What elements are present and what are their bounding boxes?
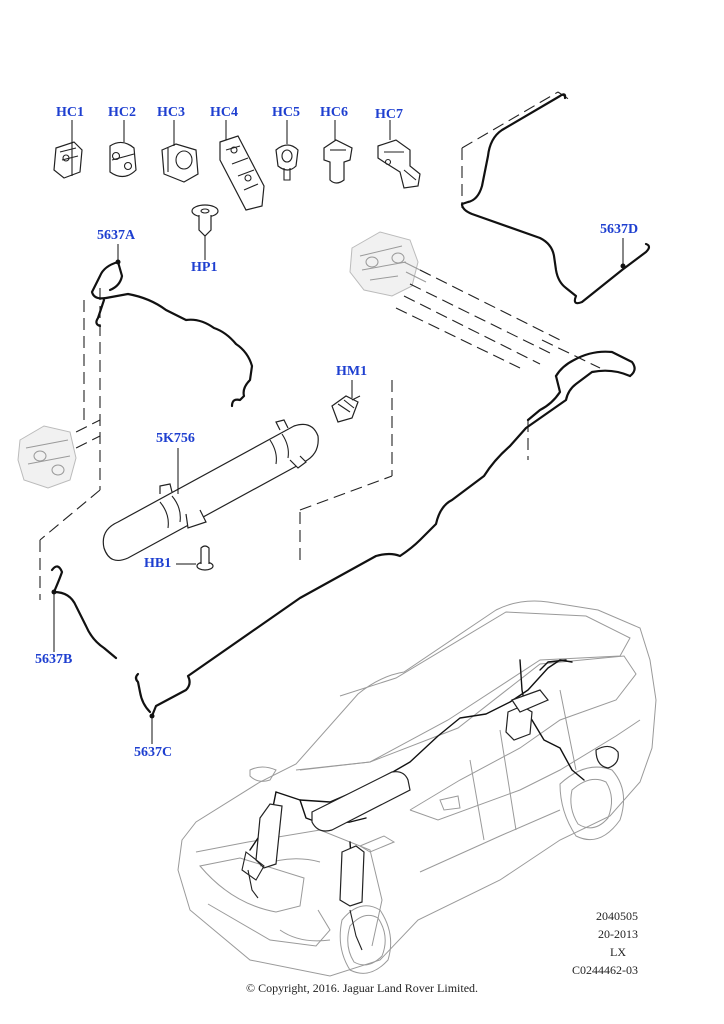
hc6-clip [323, 139, 353, 184]
pipe-5637d [460, 91, 651, 305]
callout-5637d[interactable]: 5637D [600, 222, 639, 237]
hc1-clip [53, 141, 83, 179]
construction-lines [39, 269, 601, 600]
callout-hc3[interactable]: HC3 [157, 105, 185, 120]
left-block-ghost [17, 425, 77, 489]
hp1-plug [191, 204, 219, 237]
callout-hc2[interactable]: HC2 [108, 105, 136, 120]
hc7-clip [377, 139, 421, 189]
hm1-sensor [331, 395, 361, 423]
hc2-clip [109, 141, 137, 178]
callout-hc5[interactable]: HC5 [272, 105, 300, 120]
callout-5637c[interactable]: 5637C [134, 745, 173, 760]
hb1-bolt [196, 545, 214, 571]
callout-5637a[interactable]: 5637A [97, 228, 136, 243]
reservoir-5k756 [102, 419, 319, 561]
copyright-notice: © Copyright, 2016. Jaguar Land Rover Lim… [245, 981, 479, 995]
callout-5637b[interactable]: 5637B [35, 652, 73, 667]
drawing-ref-model: LX [610, 945, 626, 959]
hc5-clip [275, 144, 299, 181]
callout-hc6[interactable]: HC6 [320, 105, 348, 120]
callout-5k756[interactable]: 5K756 [156, 431, 195, 446]
hc4-clip [219, 135, 265, 211]
callout-hc4[interactable]: HC4 [210, 105, 238, 120]
callout-hc1[interactable]: HC1 [56, 105, 84, 120]
callout-hc7[interactable]: HC7 [375, 107, 403, 122]
hc3-clip [161, 143, 199, 183]
pipe-5637c [134, 350, 636, 719]
vehicle-air-lines [241, 659, 619, 951]
callout-hb1[interactable]: HB1 [144, 556, 172, 571]
drawing-ref-number: 2040505 [596, 909, 638, 923]
valve-block-ghost [349, 231, 429, 297]
drawing-ref-code: C0244462-03 [572, 963, 638, 977]
callout-hp1[interactable]: HP1 [191, 260, 218, 275]
pipe-5637b [50, 565, 118, 660]
pipe-5637a [90, 259, 254, 408]
drawing-ref-date: 20-2013 [598, 927, 638, 941]
callout-hm1[interactable]: HM1 [336, 364, 368, 379]
vehicle-outline [177, 600, 657, 977]
